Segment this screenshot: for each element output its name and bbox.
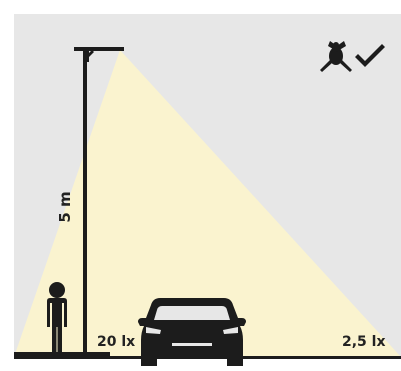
car-icon [138, 298, 246, 366]
height-label: 5 m [56, 191, 74, 222]
far-illuminance-label: 2,5 lx [342, 334, 386, 350]
near-illuminance-label: 20 lx [97, 334, 135, 350]
